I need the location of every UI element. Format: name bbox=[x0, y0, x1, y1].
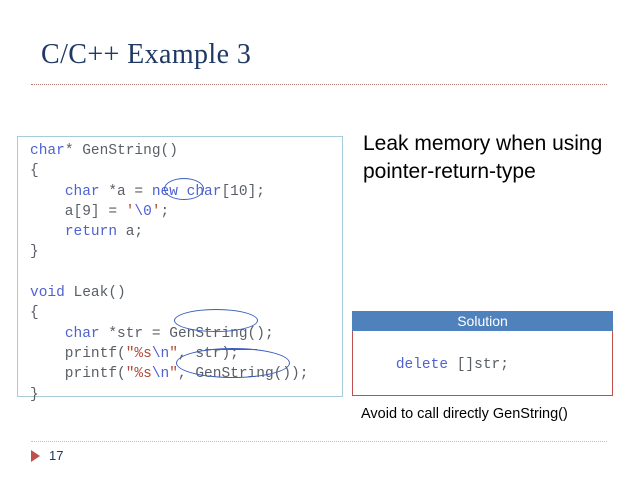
code-token: char bbox=[64, 325, 100, 342]
code-token: { bbox=[30, 305, 39, 322]
code-token bbox=[30, 326, 65, 342]
code-token: printf( bbox=[30, 366, 126, 383]
code-token bbox=[30, 224, 65, 240]
footer-divider bbox=[31, 441, 607, 442]
code-token: *str = GenString(); bbox=[99, 325, 274, 342]
code-token: " bbox=[169, 345, 178, 362]
code-token: printf( bbox=[30, 345, 126, 362]
code-token: char bbox=[30, 143, 65, 159]
code-token: , str); bbox=[177, 345, 239, 362]
code-line: printf("%s\n", GenString()); bbox=[30, 364, 338, 384]
code-panel: char* GenString(){ char *a = new char[10… bbox=[17, 136, 343, 403]
code-token bbox=[30, 184, 65, 200]
code-token: \0 bbox=[134, 203, 152, 220]
code-token: return bbox=[64, 224, 118, 241]
code-token: [10]; bbox=[221, 183, 265, 200]
code-token: ' bbox=[151, 203, 161, 220]
code-token: "%s bbox=[125, 345, 152, 362]
solution-code-rest: []str; bbox=[448, 357, 509, 373]
code-token bbox=[178, 184, 187, 200]
solution-header: Solution bbox=[352, 311, 613, 331]
code-token: " bbox=[169, 366, 178, 383]
code-token: a; bbox=[117, 224, 144, 241]
code-token: char bbox=[186, 183, 222, 200]
code-line: printf("%s\n", str); bbox=[30, 344, 338, 364]
code-token: \n bbox=[151, 345, 170, 362]
solution-code: delete []str; bbox=[353, 331, 612, 395]
code-listing: char* GenString(){ char *a = new char[10… bbox=[30, 141, 338, 405]
code-line: return a; bbox=[30, 222, 338, 242]
code-token: char bbox=[64, 183, 100, 200]
code-line: { bbox=[30, 303, 338, 323]
code-token: } bbox=[30, 386, 39, 403]
code-token: void bbox=[30, 285, 65, 302]
code-token: a[9] = bbox=[30, 203, 126, 220]
code-line: char *str = GenString(); bbox=[30, 324, 338, 344]
code-token: new bbox=[151, 183, 178, 200]
code-token: "%s bbox=[125, 366, 152, 383]
code-line: char* GenString() bbox=[30, 141, 338, 161]
code-line bbox=[30, 263, 338, 283]
solution-note: Avoid to call directly GenString() bbox=[361, 406, 568, 422]
code-token: ; bbox=[160, 203, 170, 220]
code-line: } bbox=[30, 385, 338, 405]
code-line: char *a = new char[10]; bbox=[30, 182, 338, 202]
solution-code-keyword: delete bbox=[395, 357, 449, 373]
code-token: , GenString()); bbox=[177, 366, 309, 383]
code-token: * GenString() bbox=[64, 143, 178, 159]
code-token: } bbox=[30, 244, 39, 261]
triangle-bullet-icon bbox=[31, 450, 40, 462]
code-token: { bbox=[30, 163, 39, 180]
lead-statement: Leak memory when using pointer-return-ty… bbox=[363, 132, 603, 183]
code-token: ' bbox=[125, 203, 135, 220]
code-token bbox=[30, 265, 39, 281]
title-divider bbox=[31, 84, 607, 85]
code-line: } bbox=[30, 242, 338, 262]
code-token: *a = bbox=[99, 183, 152, 200]
code-line: { bbox=[30, 161, 338, 181]
page-number: 17 bbox=[49, 448, 64, 463]
solution-box: Solution delete []str; Avoid to call dir… bbox=[352, 311, 613, 422]
code-line: void Leak() bbox=[30, 283, 338, 303]
page-title: C/C++ Example 3 bbox=[41, 39, 252, 70]
code-token: \n bbox=[151, 366, 170, 383]
code-line: a[9] = '\0'; bbox=[30, 202, 338, 222]
code-token: Leak() bbox=[64, 285, 126, 302]
